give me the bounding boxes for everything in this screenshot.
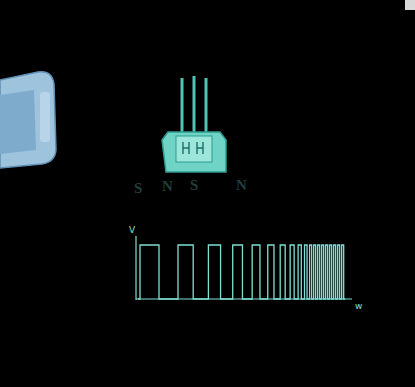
hall-sensor [162, 76, 226, 172]
pole-letter: N [236, 178, 247, 193]
connector-plug [0, 72, 56, 168]
pole-letter: S [134, 181, 142, 196]
axis-label: w [355, 302, 362, 311]
square-wave [138, 245, 345, 299]
axis-label: V [129, 226, 135, 235]
corner-patch [405, 0, 415, 10]
pole-letter: S [190, 178, 198, 193]
pole-letter: N [162, 179, 173, 194]
signal-graph [136, 236, 352, 300]
